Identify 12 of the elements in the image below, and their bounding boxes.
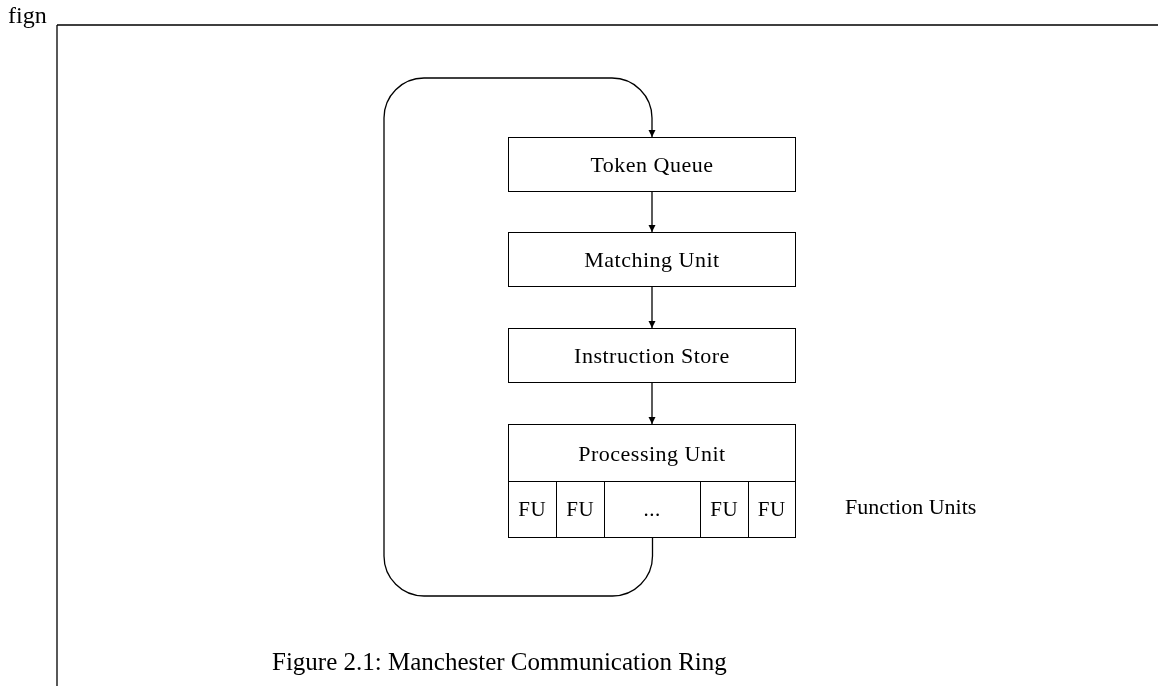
figure-caption: Figure 2.1: Manchester Communication Ring: [272, 648, 727, 676]
arrow: [648, 286, 656, 329]
arrow: [383, 77, 656, 597]
side-label: Function Units: [845, 494, 977, 520]
unit-box: Instruction Store: [508, 328, 796, 383]
figure-tag: fign: [8, 2, 47, 29]
arrow: [648, 382, 656, 425]
unit-box: Token Queue: [508, 137, 796, 192]
processing-unit-box: [508, 424, 796, 538]
arrow: [648, 191, 656, 233]
unit-label: Processing Unit: [578, 440, 726, 467]
unit-box: Matching Unit: [508, 232, 796, 287]
